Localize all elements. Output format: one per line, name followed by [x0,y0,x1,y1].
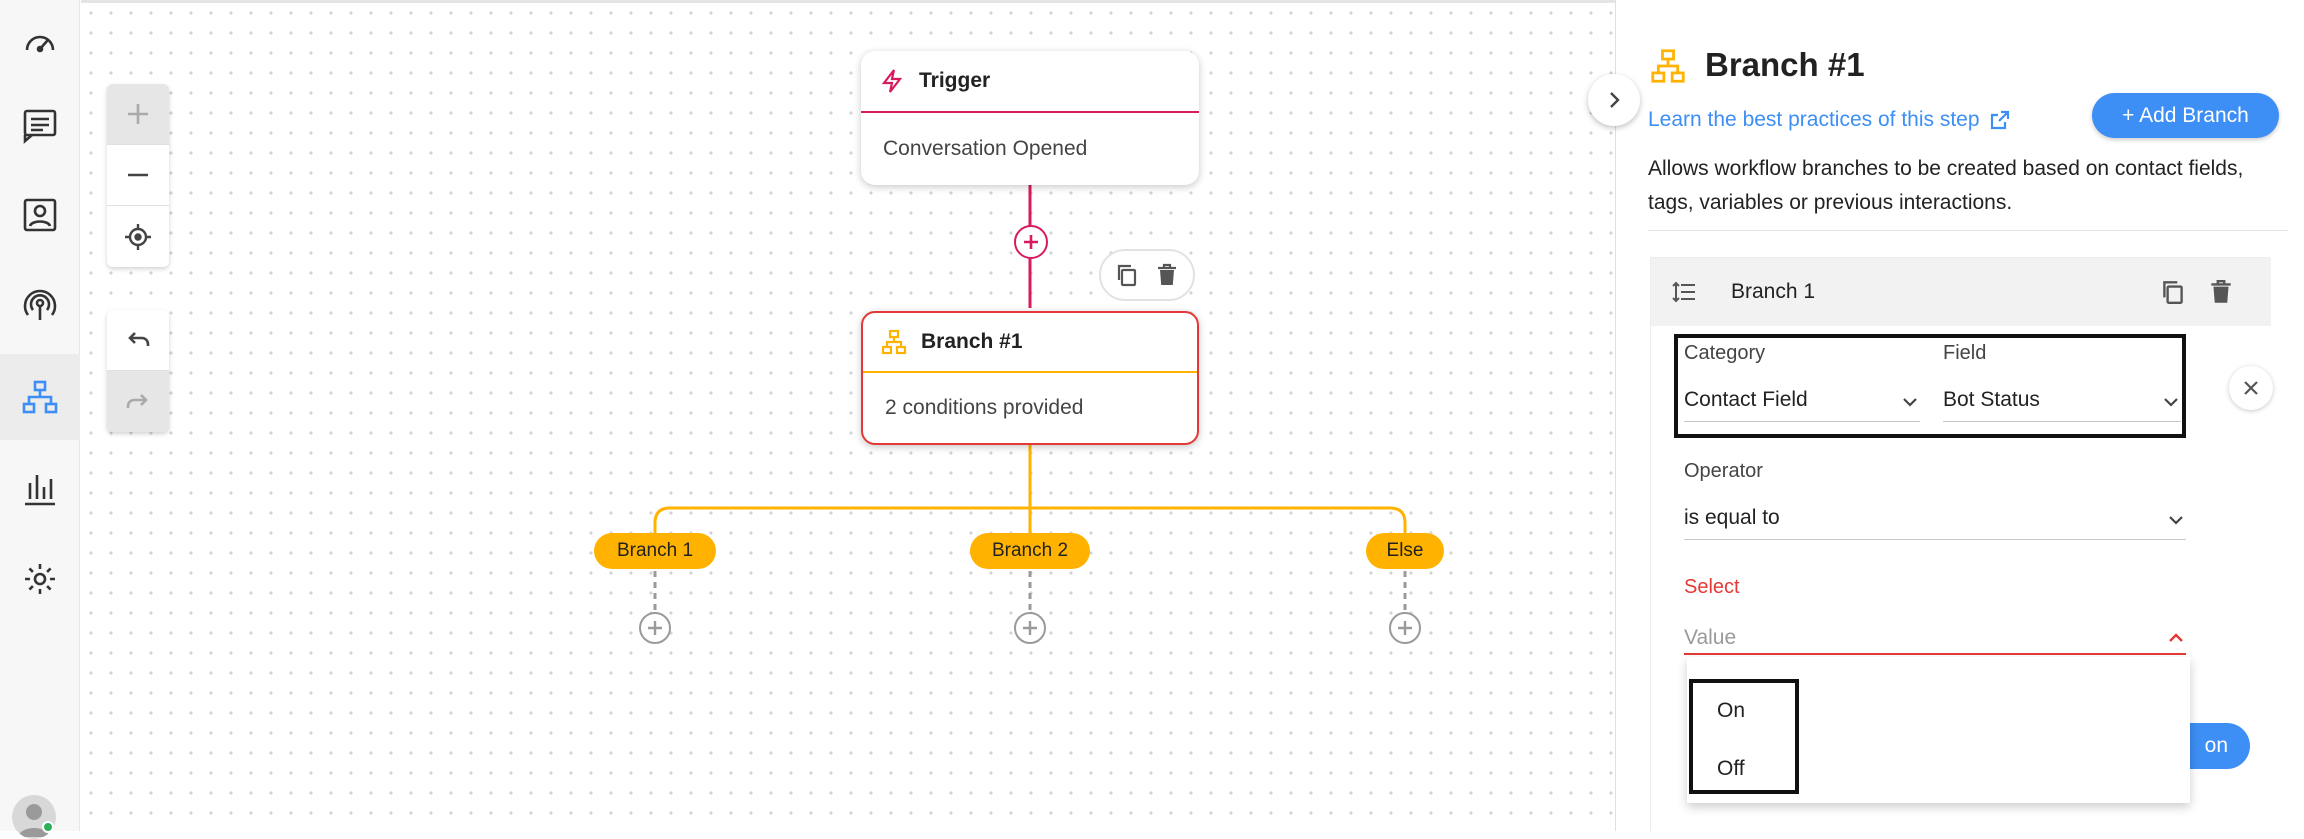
branch-pill-1[interactable]: Branch 1 [594,533,716,569]
main-nav [0,0,80,839]
field-underline [1943,421,2181,422]
field-select[interactable]: Bot Status [1943,380,2181,422]
nav-item-contacts[interactable] [0,172,80,258]
settings-icon [25,564,55,594]
add-step-branch-2-button[interactable] [1014,612,1046,644]
zoom-in-button[interactable] [107,84,169,145]
dashboard-icon [25,35,55,53]
branch-icon [1651,49,1685,83]
nav-item-reports[interactable] [0,446,80,532]
lightning-icon [881,69,903,93]
workflow-canvas[interactable]: Trigger Conversation Opened Branch #1 2 … [81,0,1615,831]
add-step-button[interactable] [1014,225,1048,259]
nav-item-workflows[interactable] [0,354,80,440]
step-settings-panel: Branch #1 Learn the best practices of th… [1615,0,2304,832]
chevron-down-icon [2169,516,2183,525]
chevron-down-icon [1903,398,1917,407]
branch-node[interactable]: Branch #1 2 conditions provided [861,311,1199,445]
copy-icon[interactable] [2159,278,2187,306]
zoom-out-button[interactable] [107,145,169,206]
chevron-up-icon [2169,633,2183,642]
fit-view-button[interactable] [107,206,169,267]
panel-title: Branch #1 [1705,46,1865,83]
divider [1648,230,2288,231]
history-toolbox [107,310,169,432]
nav-item-broadcast[interactable] [0,262,80,348]
branch-icon [881,329,907,355]
reports-icon [25,475,55,506]
add-step-else-button[interactable] [1389,612,1421,644]
messages-icon [23,109,57,144]
plus-icon [1398,621,1412,635]
branch-card-title: Branch 1 [1731,280,1816,303]
operator-label: Operator [1684,460,1763,482]
option-off[interactable]: Off [1717,757,1745,780]
nav-item-settings[interactable] [0,536,80,622]
value-underline [1684,653,2186,655]
branch-card-header: Branch 1 [1651,258,2271,326]
trigger-node-subtitle: Conversation Opened [883,137,1088,160]
panel-description: Allows workflow branches to be created b… [1648,157,2244,214]
trash-icon[interactable] [1154,262,1180,288]
chevron-down-icon [2164,398,2178,407]
branch-pill-else[interactable]: Else [1366,533,1444,569]
dropdown-options-group [1689,679,1799,794]
field-value: Bot Status [1943,388,2040,411]
nav-item-dashboard[interactable] [0,0,80,86]
online-status-dot [42,821,54,833]
select-label: Select [1684,576,1740,598]
node-actions [1099,249,1195,301]
nav-item-messages[interactable] [0,82,80,168]
add-branch-button[interactable]: + Add Branch [2092,93,2279,138]
option-on[interactable]: On [1717,699,1746,722]
connector-lines [653,183,1407,611]
workflows-icon [22,380,58,414]
operator-select[interactable]: is equal to [1684,498,2186,540]
remove-condition-button[interactable] [2229,366,2273,410]
category-underline [1684,421,1920,422]
minus-icon [128,173,148,177]
field-label: Field [1943,342,1987,364]
trash-icon[interactable] [2207,278,2235,306]
branch-node-header: Branch #1 [863,313,1197,373]
zoom-toolbox [107,84,169,267]
category-label: Category [1684,342,1766,364]
close-icon [2244,381,2258,395]
category-select[interactable]: Contact Field [1684,380,1920,422]
learn-link-text: Learn the best practices of this step [1648,108,1980,131]
redo-icon [126,393,148,408]
category-value: Contact Field [1684,388,1808,411]
trigger-node-title: Trigger [919,69,991,92]
plus-icon [128,104,148,124]
collapse-panel-button[interactable] [1588,74,1640,126]
add-step-branch-1-button[interactable] [639,612,671,644]
branch-node-subtitle: 2 conditions provided [885,396,1084,419]
branch-node-title: Branch #1 [921,330,1023,353]
external-link-icon [1990,110,2009,130]
add-condition-button-label: on [2204,734,2228,757]
plus-icon [1024,235,1038,249]
undo-button[interactable] [107,310,169,371]
learn-best-practices-link[interactable]: Learn the best practices of this step [1648,108,2011,132]
undo-icon [128,332,150,346]
plus-icon [648,621,662,635]
plus-icon [1023,621,1037,635]
redo-button[interactable] [107,371,169,432]
value-select[interactable]: Value [1684,618,2186,655]
copy-icon[interactable] [1114,262,1140,288]
trigger-node[interactable]: Trigger Conversation Opened [861,51,1199,185]
crosshair-icon [125,223,151,250]
category-field-group [1674,334,2186,438]
operator-value: is equal to [1684,506,1780,529]
operator-underline [1684,539,2186,540]
contacts-icon [23,198,57,232]
trigger-node-header: Trigger [861,51,1199,113]
value-placeholder: Value [1684,626,1737,649]
chevron-right-icon [1610,92,1620,108]
broadcast-icon [23,289,57,320]
reorder-icon[interactable] [1671,280,1697,304]
value-dropdown-menu: On Off [1687,657,2190,803]
branch-pill-2[interactable]: Branch 2 [970,533,1090,569]
